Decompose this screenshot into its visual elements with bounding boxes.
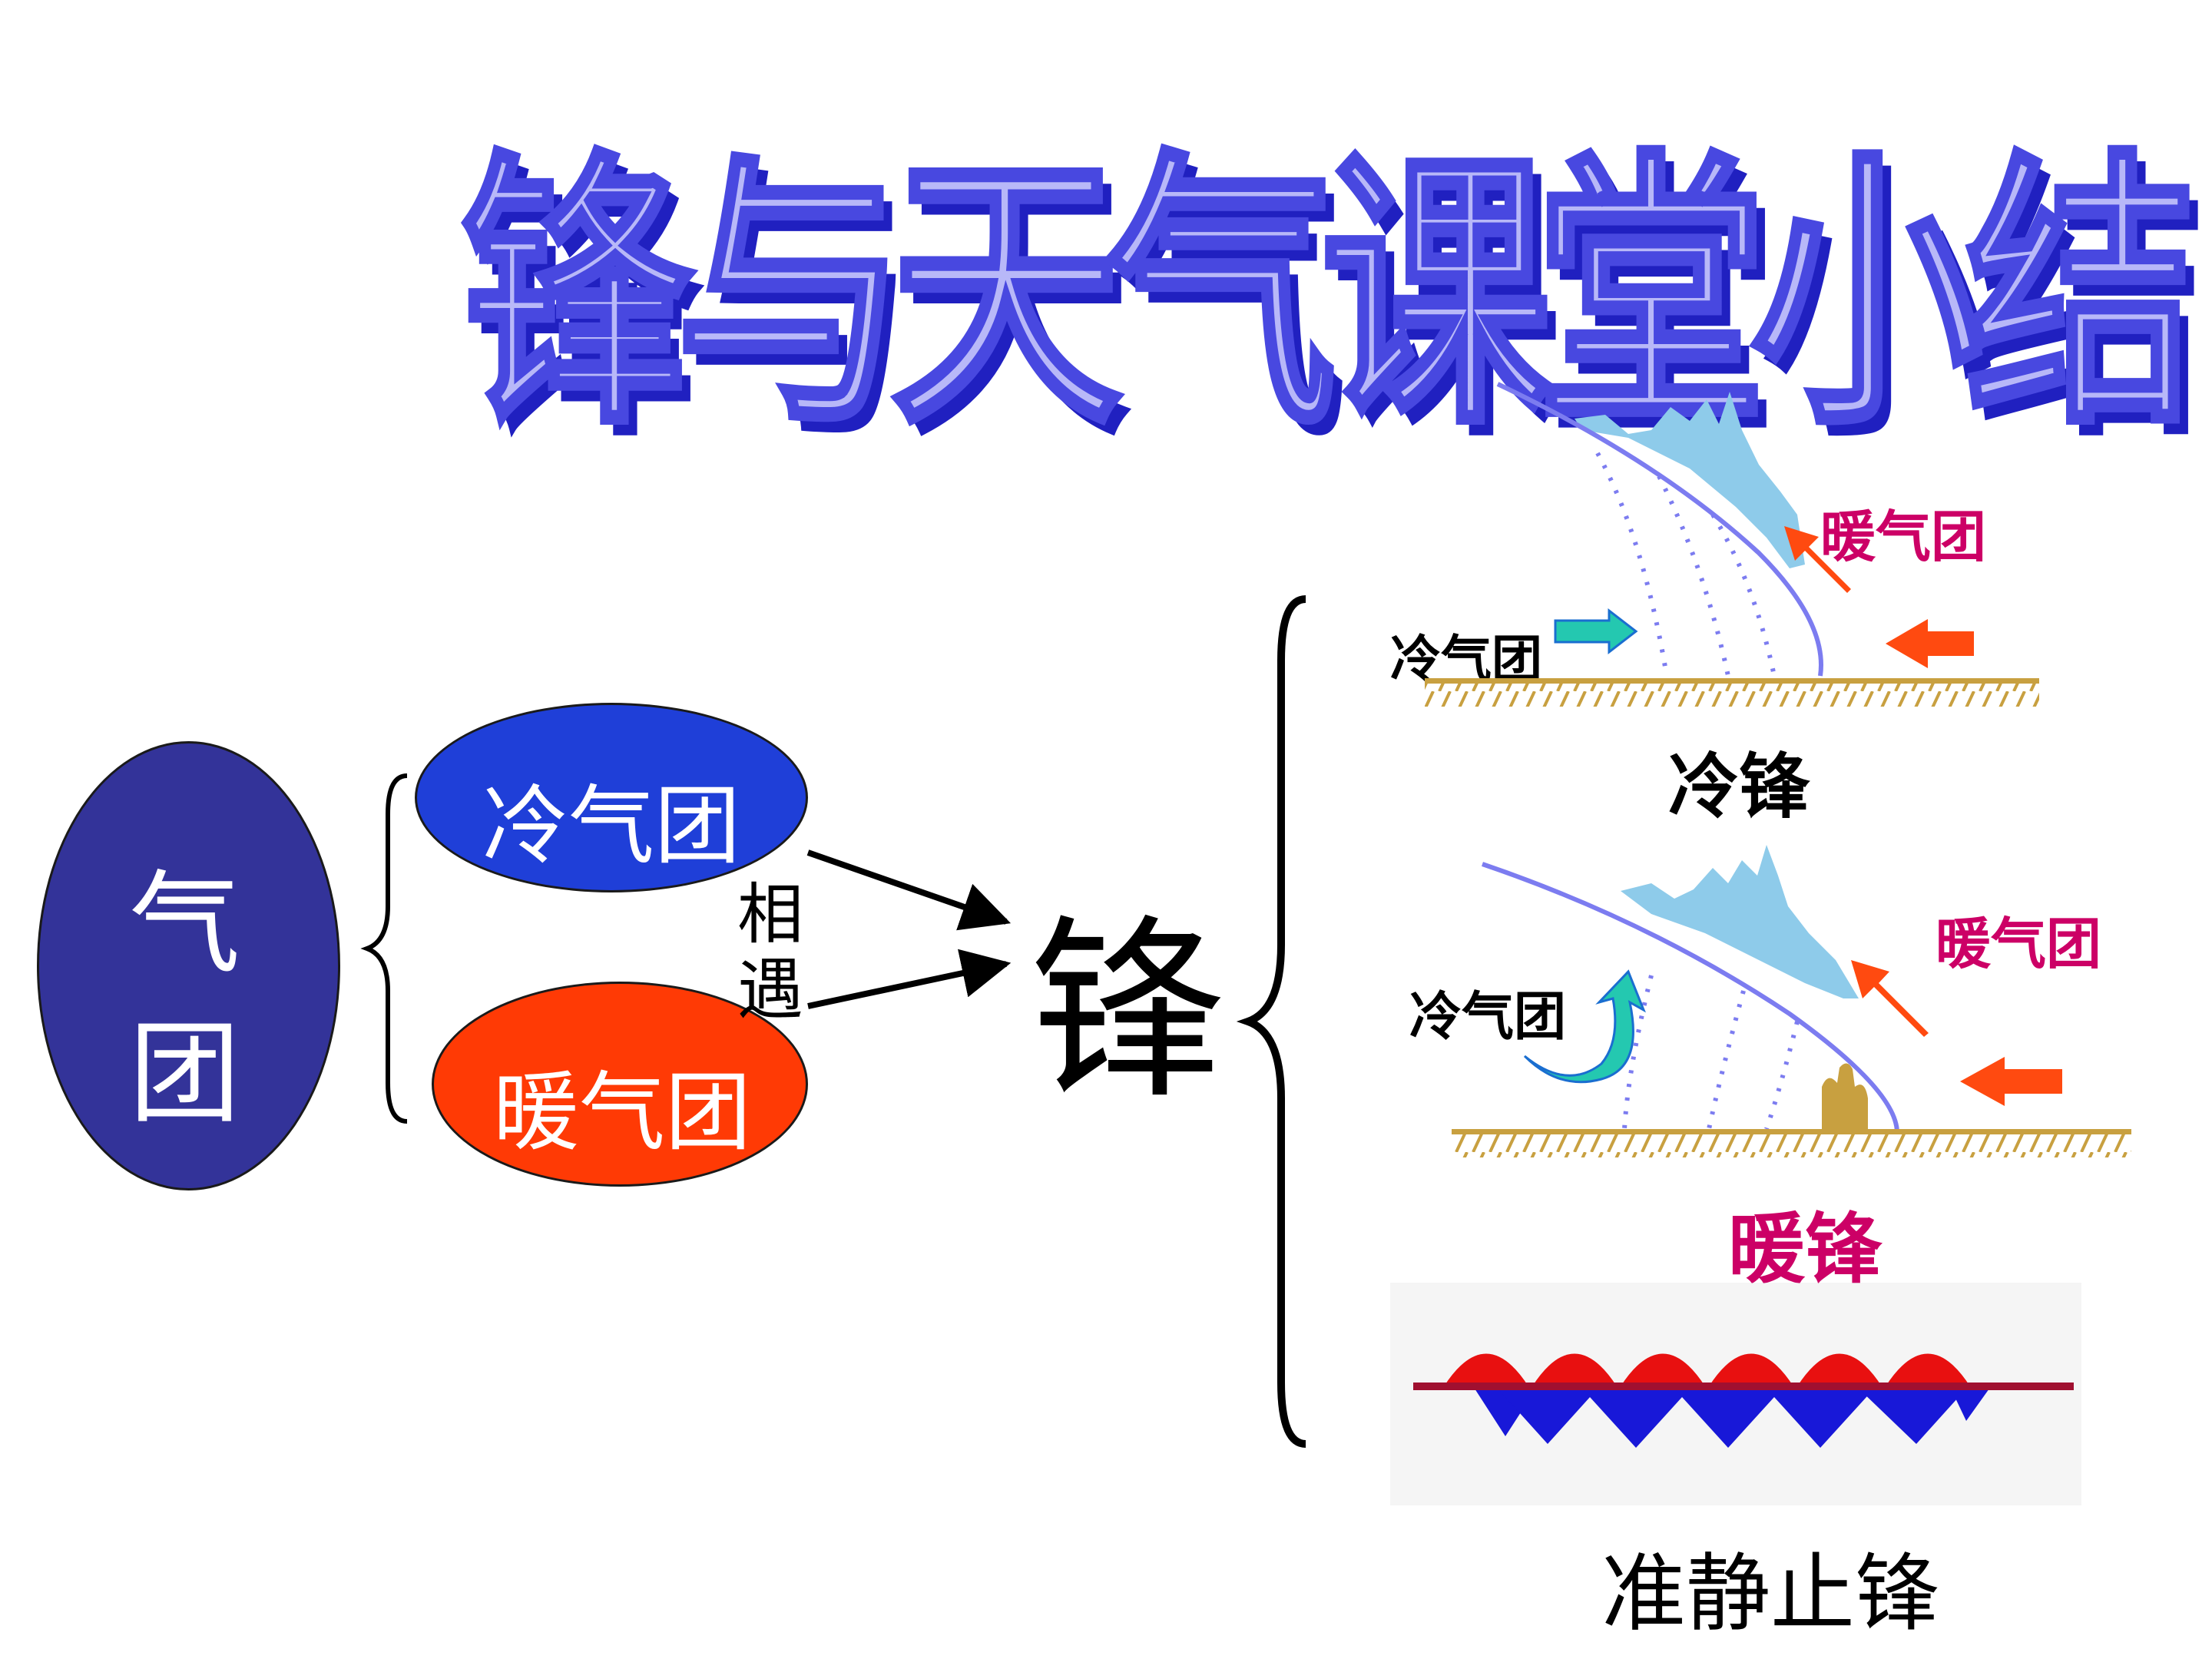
warm-front-diagram — [1452, 845, 2131, 1157]
cold-front-diagram — [1425, 382, 2039, 707]
cold-front-caption: 冷锋 — [1668, 746, 1810, 828]
meet-char-2: 遇 — [737, 952, 803, 1028]
cold-front-warm-arrow-left — [1886, 619, 1974, 668]
air-mass-label-1: 气 — [129, 859, 240, 989]
cold-air-mass-ellipse — [415, 703, 808, 892]
cold-front-line — [1496, 382, 1823, 677]
arrow-warm-to-front — [807, 949, 1012, 1009]
meet-char-1: 相 — [737, 876, 803, 953]
warm-front-warm-arrow-left — [1960, 1057, 2062, 1106]
warm-front-warm-arrow-up — [1851, 960, 1929, 1037]
big-brace — [1236, 595, 1306, 1448]
warm-front-cold-arrow — [1523, 969, 1646, 1084]
warm-front-caption: 暖锋 — [1728, 1204, 1882, 1294]
stationary-front-caption: 准静止锋 — [1601, 1545, 1939, 1643]
cold-front-cloud — [1575, 392, 1805, 568]
left-brace — [360, 773, 408, 1124]
air-mass-label-2: 团 — [129, 1009, 240, 1139]
cold-front-warm-arrow-up — [1784, 526, 1851, 593]
warm-air-mass-ellipse — [432, 982, 808, 1187]
warm-air-mass-label: 暖气团 — [493, 1063, 751, 1163]
warm-front-warm-label: 暖气团 — [1936, 912, 2102, 976]
warm-front-rain-bump — [1822, 1063, 1868, 1129]
cold-front-warm-label: 暖气团 — [1820, 505, 1987, 569]
warm-front-cloud — [1621, 845, 1859, 998]
cold-front-ground-hatch — [1425, 684, 2039, 707]
air-mass-ellipse — [37, 741, 340, 1190]
cold-air-mass-label: 冷气团 — [482, 777, 740, 876]
front-label: 锋 — [1029, 898, 1226, 1126]
arrow-cold-to-front — [806, 849, 1012, 931]
warm-front-ground-line — [1452, 1129, 2131, 1134]
warm-front-cold-label: 冷气团 — [1409, 987, 1567, 1048]
stationary-front-symbol — [1390, 1283, 2081, 1505]
warm-front-line — [1482, 862, 1899, 1134]
warm-front-ground-hatch — [1452, 1134, 2131, 1157]
cold-front-ground-line — [1425, 678, 2039, 684]
cold-front-cold-arrow — [1554, 608, 1638, 655]
